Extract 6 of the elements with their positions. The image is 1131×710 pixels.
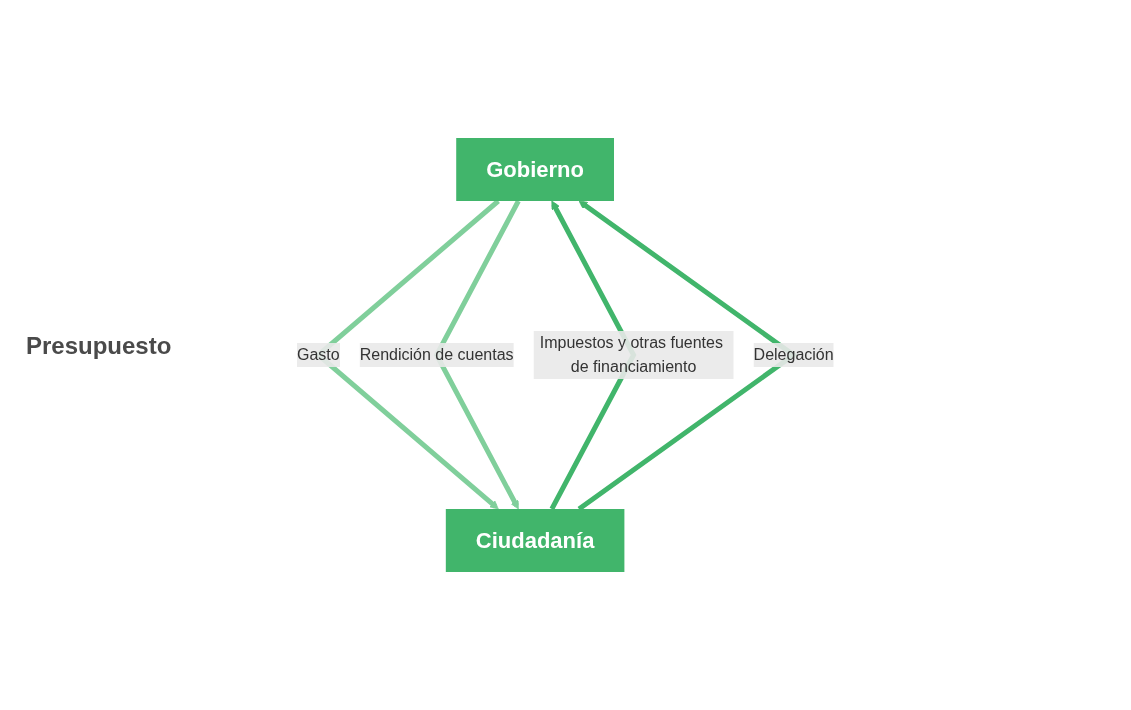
edge-label: Gasto <box>297 346 340 363</box>
edge-label: Impuestos y otras fuentes de financiamiento <box>539 334 724 375</box>
node-box: Gobierno <box>456 138 615 201</box>
edge-label: Rendición de cuentas <box>359 346 514 363</box>
node-box: Ciudadanía <box>446 509 625 572</box>
edge-label: Delegación <box>753 346 834 363</box>
